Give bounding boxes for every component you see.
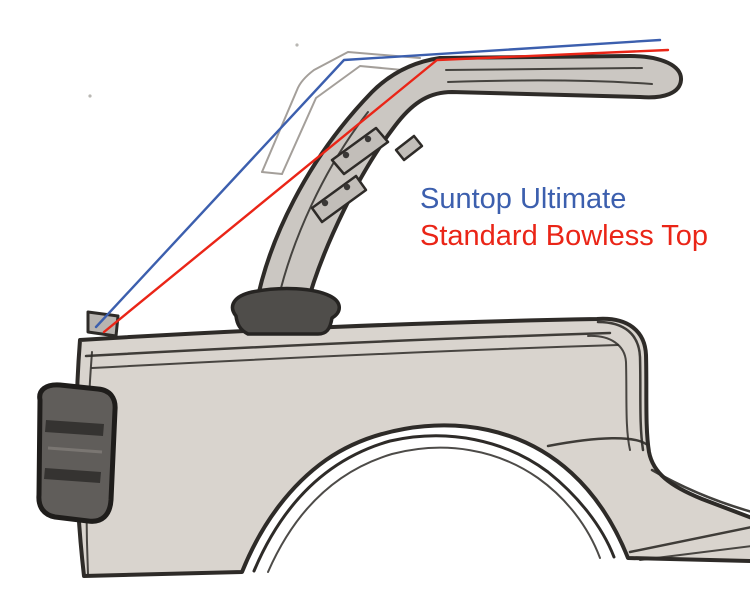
sport-bar (254, 54, 683, 310)
standard-bowless-line (102, 48, 670, 334)
speck (88, 94, 92, 98)
latch-tab (394, 134, 424, 162)
sport-bar-base-pad (230, 286, 341, 336)
body-tub (74, 316, 750, 578)
speck (295, 43, 299, 47)
label-suntop-ultimate: Suntop Ultimate (420, 183, 627, 215)
hinge-plate-upper (330, 126, 390, 176)
hinge-plate-lower (310, 174, 368, 224)
label-standard-bowless-top: Standard Bowless Top (420, 220, 709, 252)
fender-flare (36, 382, 118, 524)
suntop-ultimate-line (94, 38, 662, 329)
windshield-frame-sketch (261, 51, 425, 175)
